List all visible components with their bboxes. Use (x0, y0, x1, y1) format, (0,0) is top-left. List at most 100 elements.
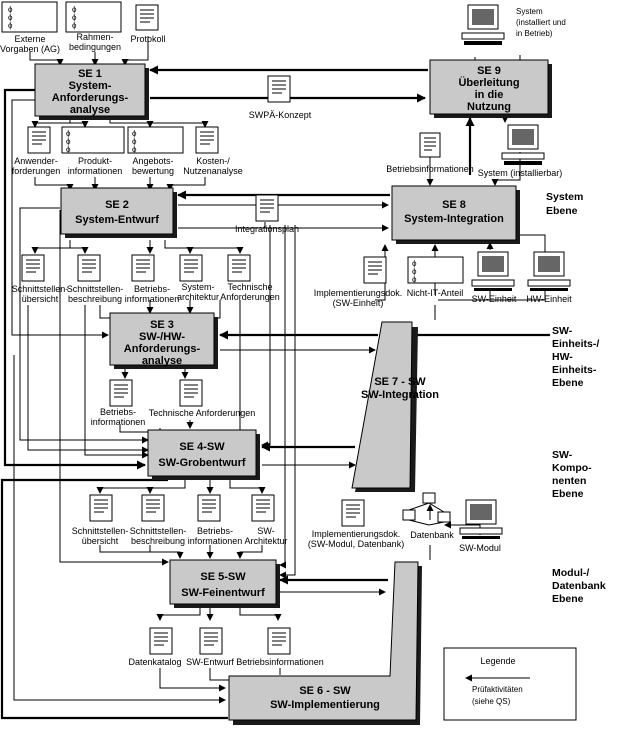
level-einheit-0: SW- (552, 325, 573, 337)
level-modul-1: Datenbank (552, 580, 606, 592)
computer-system-installiert: System (installiert und in Betrieb) (461, 4, 566, 45)
se3-label-3: analyse (142, 355, 182, 367)
angebotsbewertung-0: Angebots- (132, 156, 173, 166)
rahmenbedingungen-1: bedingungen (69, 42, 121, 52)
doc-betriebsinformationen-2: Betriebs- informationen (91, 379, 146, 427)
se8-box: SE 8 System-Integration (391, 185, 520, 244)
svg-text:ϕ: ϕ (132, 145, 137, 154)
legend-entry-1: (siehe QS) (472, 697, 511, 706)
technische-anforderungen-1-0: Technische (227, 282, 272, 292)
level-komponenten: SW- Kompo- nenten Ebene (552, 449, 592, 500)
betriebsinformationen-2-1: informationen (91, 417, 146, 427)
se7-box: SE 7 - SW SW-Integration (351, 321, 439, 492)
implementierungsdok-modul-0: Implementierungsdok. (312, 529, 401, 539)
technische-anforderungen-1-1: Anforderungen (220, 292, 280, 302)
doc-schnittstellenuebersicht-2: Schnittstellen- übersicht (72, 494, 128, 546)
doc-nicht-it-anteil: ϕϕϕ Nicht-IT-Anteil (407, 256, 464, 298)
se9-label-3: Nutzung (467, 101, 511, 113)
se6-box: SE 6 - SW SW-Implementierung (228, 561, 422, 725)
doc-integrationsplan: Integrationsplan (235, 194, 299, 234)
betriebsinformationen-4-0: Betriebsinformationen (236, 657, 324, 667)
level-komponenten-2: nenten (552, 475, 586, 487)
level-system-1: Ebene (546, 205, 578, 217)
externe-vorgaben-1: Vorgaben (AG) (0, 44, 60, 54)
svg-text:ϕ: ϕ (132, 137, 137, 146)
svg-text:ϕ: ϕ (412, 267, 417, 276)
doc-anwenderforderungen: Anwender- forderungen (12, 126, 60, 176)
se4-label-0: SE 4-SW (179, 441, 225, 453)
level-modul-2: Ebene (552, 593, 584, 605)
angebotsbewertung-1: bewertung (132, 166, 174, 176)
doc-technische-anforderungen-2: Technische Anforderungen (149, 379, 256, 418)
se3-label-1: SW-/HW- (139, 331, 185, 343)
externe-vorgaben-0: Externe (14, 34, 45, 44)
rahmenbedingungen-0: Rahmen- (76, 32, 113, 42)
kosten-nutzen-0: Kosten-/ (196, 156, 230, 166)
datenbank-0: Datenbank (410, 530, 454, 540)
protokoll-0: Protokoll (130, 34, 165, 44)
doc-datenbank: Datenbank (402, 492, 454, 540)
sw-entwurf-0: SW-Entwurf (186, 657, 234, 667)
se5-box: SE 5-SW SW-Feinentwurf (169, 559, 280, 608)
svg-text:ϕ: ϕ (412, 259, 417, 268)
systemarchitektur-0: System- (181, 282, 214, 292)
doc-betriebsinformationen-1: Betriebs- informationen (125, 254, 179, 304)
se9-label-0: SE 9 (477, 65, 501, 77)
produktinformationen-1: informationen (68, 166, 123, 176)
hw-einheit-0: HW-Einheit (526, 294, 572, 304)
se5-label-0: SE 5-SW (200, 571, 246, 583)
level-komponenten-1: Kompo- (552, 462, 592, 474)
doc-schnittstellenbeschreibung-2: Schnittstellen- beschreibung (130, 494, 187, 546)
doc-swpae: SWPÄ-Konzept (249, 75, 312, 120)
system-installierbar-0: System (installierbar) (478, 168, 563, 178)
betriebsinformationen-3-1: informationen (188, 536, 243, 546)
doc-technische-anforderungen-1: Technische Anforderungen (220, 254, 280, 302)
sw-architektur-0: SW- (257, 526, 274, 536)
se7-label-1: SW-Integration (361, 389, 439, 401)
level-komponenten-3: Ebene (552, 488, 584, 500)
svg-text:ϕ: ϕ (8, 21, 13, 30)
svg-text:ϕ: ϕ (412, 275, 417, 284)
svg-text:ϕ: ϕ (8, 5, 13, 14)
se9-box: SE 9 Überleitung in die Nutzung (429, 59, 552, 118)
doc-protokoll: Protokoll (130, 4, 166, 44)
systemarchitektur-1: architektur (177, 292, 219, 302)
doc-implementierungsdok-modul: Implementierungsdok. (SW-Modul, Datenban… (308, 499, 404, 549)
se5-label-1: SW-Feinentwurf (181, 587, 265, 599)
technische-anforderungen-2-0: Technische Anforderungen (149, 408, 256, 418)
svg-text:ϕ: ϕ (66, 129, 71, 138)
se2-label-1: System-Entwurf (75, 214, 159, 226)
system-installiert-1: (installiert und (516, 18, 566, 27)
se2-box: SE 2 System-Entwurf (60, 187, 177, 238)
schnittstellenbeschreibung-2-0: Schnittstellen- (130, 526, 187, 536)
svg-text:ϕ: ϕ (132, 129, 137, 138)
kosten-nutzen-1: Nutzenanalyse (183, 166, 243, 176)
svg-text:ϕ: ϕ (66, 145, 71, 154)
doc-rahmenbedingungen: ϕϕϕ Rahmen- bedingungen (65, 1, 122, 52)
doc-externe-vorgaben: ϕϕϕ Externe Vorgaben (AG) (0, 1, 60, 54)
schnittstellenuebersicht-1-0: Schnittstellen- (12, 284, 69, 294)
doc-angebotsbewertung: ϕϕϕ Angebots- bewertung (127, 126, 184, 176)
svg-text:ϕ: ϕ (72, 5, 77, 14)
se6-label-1: SW-Implementierung (270, 699, 380, 711)
nicht-it-anteil-0: Nicht-IT-Anteil (407, 288, 464, 298)
doc-schnittstellenbeschreibung-1: Schnittstellen- beschreibung (67, 254, 124, 304)
betriebsinformationen-8-0: Betriebsinformationen (386, 164, 474, 174)
doc-sw-entwurf: SW-Entwurf (186, 627, 234, 667)
swpae-0: SWPÄ-Konzept (249, 110, 312, 120)
se1-label-0: SE 1 (78, 68, 102, 80)
level-einheit-3: Einheits- (552, 364, 597, 376)
anwenderforderungen-0: Anwender- (14, 156, 58, 166)
datenkatalog-0: Datenkatalog (128, 657, 181, 667)
se9-label-1: Überleitung (458, 76, 519, 89)
doc-schnittstellenuebersicht-1: Schnittstellen- übersicht (12, 254, 69, 304)
doc-kosten-nutzen: Kosten-/ Nutzenanalyse (183, 126, 243, 176)
sw-architektur-1: Architektur (244, 536, 287, 546)
svg-text:ϕ: ϕ (8, 13, 13, 22)
schnittstellenuebersicht-1-1: übersicht (22, 294, 59, 304)
level-system: System Ebene (546, 191, 583, 217)
legend-box: Legende Prüfaktivitäten (siehe QS) (443, 647, 577, 721)
se6-label-0: SE 6 - SW (299, 685, 351, 697)
schnittstellenbeschreibung-1-0: Schnittstellen- (67, 284, 124, 294)
